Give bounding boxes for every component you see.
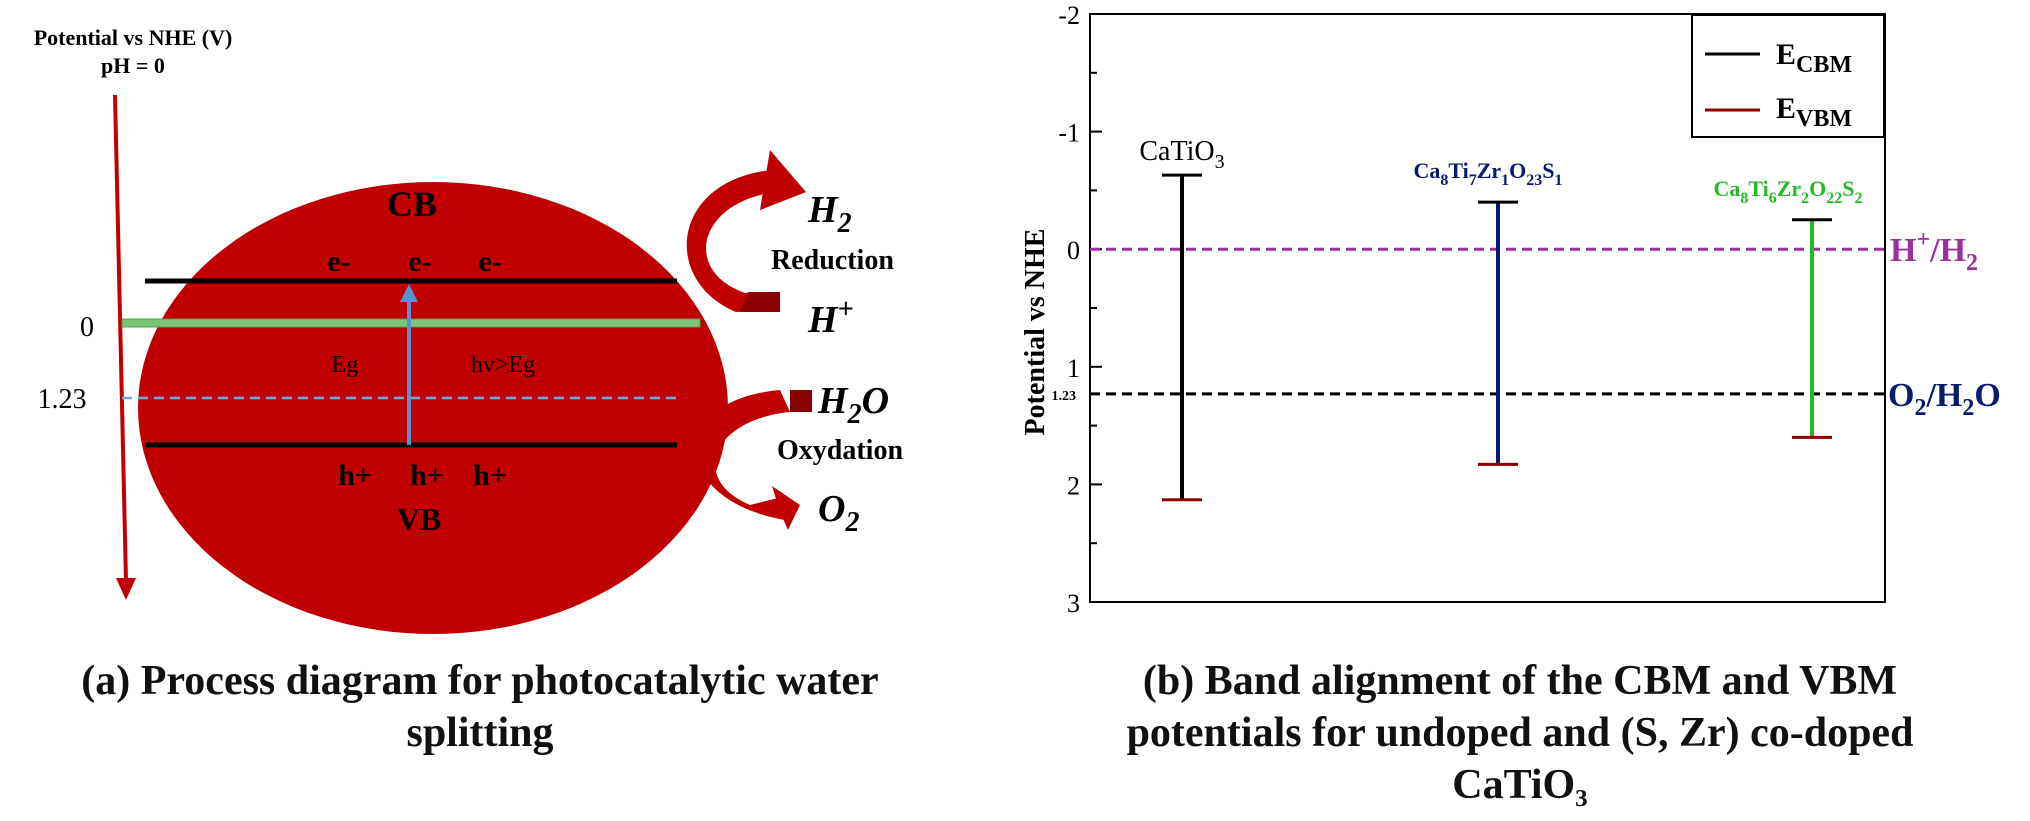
o2-product: O2: [818, 488, 859, 538]
panel-b: -2 -1 0 1 2 3 Potential vs NHE 1.23 CaTiO3 Ca…: [1020, 1, 2001, 618]
tick-label: 2: [1067, 471, 1080, 500]
caption-b: (b) Band alignment of the CBM and VBM po…: [1010, 655, 2030, 811]
tick-123-label: 1.23: [38, 384, 87, 415]
potential-axis-arrow: [113, 94, 128, 583]
caption-b-line2: potentials for undoped and (S, Zr) co-do…: [1126, 710, 1914, 756]
electron-1: e-: [327, 245, 350, 278]
reduction-arrow-head: [760, 150, 806, 210]
legend-vbm-label: EVBM: [1776, 92, 1852, 132]
caption-a-line2: splitting: [406, 710, 554, 756]
legend-cbm-label: ECBM: [1776, 38, 1852, 78]
caption-a: (a) Process diagram for photocatalytic w…: [0, 655, 960, 759]
oxidation-arrow-body: [696, 390, 790, 520]
electron-2: e-: [408, 245, 431, 278]
tick-label: -2: [1058, 1, 1080, 30]
caption-b-line1: (b) Band alignment of the CBM and VBM: [1142, 658, 1898, 704]
h2-product: H2: [807, 189, 852, 239]
potential-arrow-head: [116, 578, 136, 600]
label-catio3: CaTiO3: [1139, 136, 1224, 173]
tick-label: 3: [1067, 589, 1080, 618]
hv-label: hv>Eg: [471, 352, 535, 378]
tick-label: -1: [1058, 119, 1080, 148]
vb-label: VB: [397, 501, 441, 537]
hole-3: h+: [473, 459, 507, 492]
cb-label: CB: [387, 184, 437, 224]
hole-2: h+: [410, 459, 444, 492]
h2o-reactant: H2O: [817, 380, 889, 430]
reduction-arrow-body: [686, 170, 778, 312]
semiconductor-ellipse: [138, 182, 728, 634]
electron-3: e-: [478, 245, 501, 278]
tick-label: 0: [1067, 236, 1080, 265]
oxidation-arrow-tail: [790, 390, 812, 412]
label-doped1: Ca8Ti7Zr1O23S1: [1413, 158, 1562, 189]
tick-label: 1: [1067, 354, 1080, 383]
caption-a-line1: (a) Process diagram for photocatalytic w…: [81, 658, 879, 704]
oxidation-label: Oxydation: [777, 435, 903, 466]
legend-box: [1691, 14, 1885, 138]
eg-label: Eg: [332, 352, 359, 378]
caption-b-line3: CaTiO₃: [1452, 762, 1588, 808]
y-axis: -2 -1 0 1 2 3: [1058, 1, 1102, 618]
h2-reference-label: H+/H2: [1890, 227, 1978, 276]
label-doped2: Ca8Ti6Zr2O22S2: [1713, 176, 1862, 207]
panel-a: Potential vs NHE (V) pH = 0 0 1.23 CB e-…: [34, 25, 903, 634]
o2-reference-label: O2/H2O: [1888, 377, 2001, 421]
panel-a-axis-title-1: Potential vs NHE (V): [34, 25, 233, 50]
hole-1: h+: [338, 459, 372, 492]
y-axis-label: Potential vs NHE: [1020, 229, 1051, 436]
band-bars: [1162, 173, 1832, 502]
panel-a-axis-title-2: pH = 0: [101, 53, 165, 78]
excitation-arrow-head: [400, 284, 418, 302]
reduction-arrow-tail: [740, 292, 780, 312]
hplus-reactant: H+: [807, 294, 854, 341]
oxidation-arrow-head: [772, 486, 800, 530]
tick-zero-label: 0: [80, 312, 94, 343]
tick-123-small: 1.23: [1052, 389, 1077, 404]
reduction-label: Reduction: [771, 245, 894, 276]
